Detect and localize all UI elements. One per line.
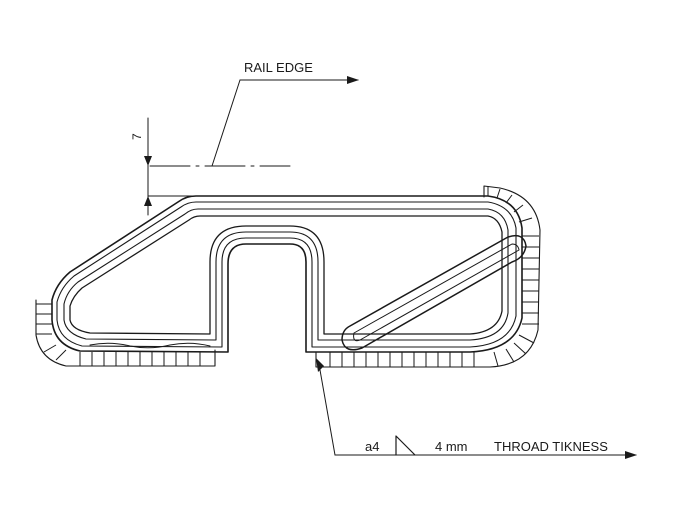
diagonal-stiffener: [341, 234, 527, 351]
diagonal-stiffener-inner: [353, 243, 520, 342]
rail-edge-callout: RAIL EDGE: [149, 60, 359, 167]
weld-leader-arrow: [316, 358, 324, 372]
rail-edge-label: RAIL EDGE: [244, 60, 313, 75]
fillet-weld-symbol-icon: [395, 435, 416, 456]
profile-outer-wall: [51, 195, 523, 353]
weld-hatch-tick: [518, 334, 535, 344]
rail-edge-leader: [211, 79, 241, 167]
dimension-arrow-bottom: [144, 196, 152, 206]
weld-hatch-tick: [496, 188, 501, 199]
weld-thickness-note: THROAD TIKNESS: [494, 439, 608, 454]
weld-length-label: 4 mm: [435, 439, 468, 454]
weld-hatch-tick: [505, 348, 515, 363]
dimension-arrow-top: [144, 156, 152, 166]
profile-inner-wall-2: [69, 215, 503, 335]
rail-profile: [51, 195, 527, 353]
weld-callout: a4 4 mm THROAD TIKNESS: [316, 358, 637, 459]
weld-hatch-tick: [493, 351, 499, 367]
profile-wall-line-2: [56, 201, 517, 348]
weld-hatch-tick: [513, 342, 527, 355]
dimension-value: 7: [130, 133, 144, 140]
weld-size-label: a4: [365, 439, 379, 454]
weld-hatch-tick: [55, 349, 67, 361]
weld-bead: [35, 185, 541, 368]
profile-bottom-wave: [89, 342, 211, 349]
weld-hatch-tick: [43, 344, 57, 353]
weld-leader-line: [319, 369, 336, 456]
profile-inner-wall: [63, 208, 509, 341]
